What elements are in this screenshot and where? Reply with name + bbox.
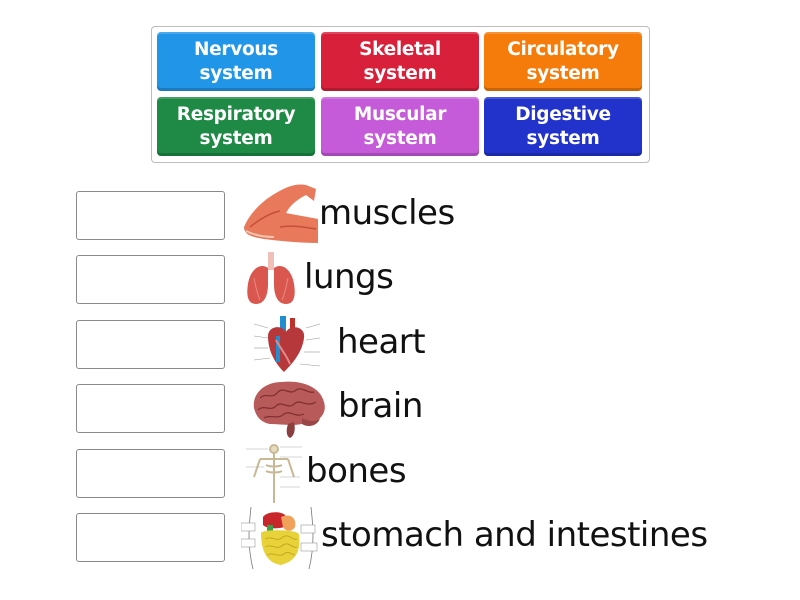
drop-target[interactable]: [76, 255, 225, 304]
drop-target[interactable]: [76, 449, 225, 498]
row-label: lungs: [304, 257, 394, 297]
row-label: muscles: [319, 193, 455, 233]
tile-nervous-system[interactable]: Nervous system: [157, 32, 315, 91]
tile-label: system: [199, 62, 273, 84]
tile-label: Respiratory: [176, 103, 296, 125]
tile-muscular-system[interactable]: Muscular system: [321, 97, 479, 156]
drop-target[interactable]: [76, 384, 225, 433]
skeleton-icon: [246, 444, 302, 503]
match-row-lungs: lungs: [0, 252, 800, 319]
tile-label: Nervous: [193, 38, 278, 60]
match-row-muscles: muscles: [0, 184, 800, 255]
row-label: heart: [337, 322, 426, 362]
tile-label: Digestive: [515, 103, 611, 125]
heart-icon: [253, 316, 321, 372]
lungs-icon: [247, 252, 295, 304]
tile-circulatory-system[interactable]: Circulatory system: [484, 32, 642, 91]
tile-label: Muscular: [353, 103, 447, 125]
row-label: bones: [306, 451, 407, 491]
match-row-stomach-and-intestines: stomach and intestines: [0, 506, 800, 577]
tile-label: Skeletal: [359, 38, 441, 60]
drop-target[interactable]: [76, 191, 225, 240]
tile-respiratory-system[interactable]: Respiratory system: [157, 97, 315, 156]
row-label: brain: [338, 386, 423, 426]
tile-digestive-system[interactable]: Digestive system: [484, 97, 642, 156]
match-row-heart: heart: [0, 316, 800, 384]
tile-label: system: [363, 127, 437, 149]
tile-label: Circulatory: [507, 38, 619, 60]
match-row-bones: bones: [0, 444, 800, 513]
tile-label: system: [199, 127, 273, 149]
drop-target[interactable]: [76, 320, 225, 369]
brain-icon: [253, 381, 325, 438]
tile-label: system: [363, 62, 437, 84]
arm-muscles-icon: [244, 184, 318, 243]
digestive-tract-icon: [241, 506, 318, 570]
row-label: stomach and intestines: [321, 515, 708, 555]
tile-label: system: [526, 127, 600, 149]
tile-skeletal-system[interactable]: Skeletal system: [321, 32, 479, 91]
drop-target[interactable]: [76, 513, 225, 562]
tile-label: system: [526, 62, 600, 84]
match-row-brain: brain: [0, 381, 800, 448]
